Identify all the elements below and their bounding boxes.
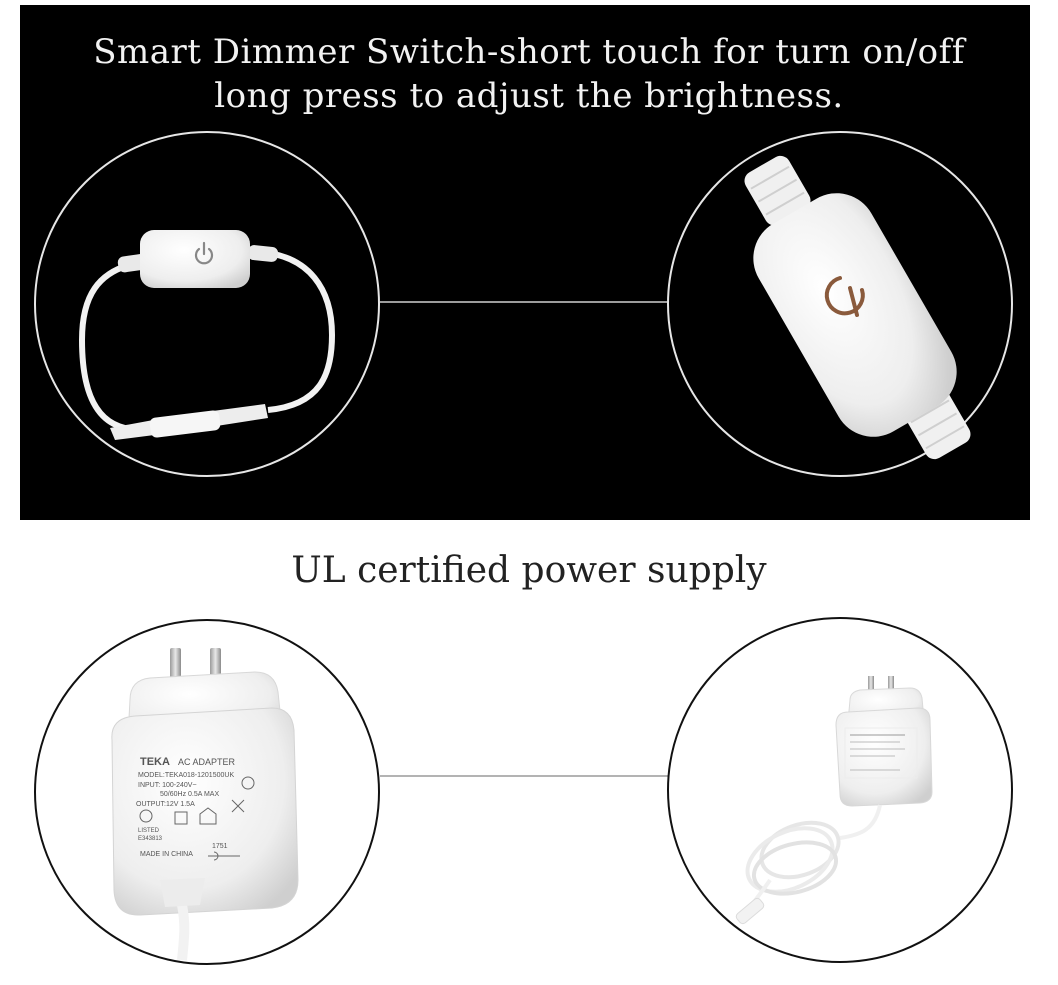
weee-bin-icon [231, 799, 245, 813]
power-icon-large [824, 276, 865, 317]
cable-right [257, 249, 336, 413]
dc-connector-sleeve [149, 410, 221, 438]
power-icon [194, 241, 214, 265]
adapter-input: INPUT: 100-240V~ [138, 782, 197, 789]
strain-relief-right [247, 245, 279, 262]
dimmer-closeup-view [667, 131, 1013, 477]
adapter-file-no: E343813 [138, 836, 163, 842]
adapter-label: TEKA AC ADAPTER MODEL:TEKA018-1201500UK … [136, 756, 255, 861]
efficiency-mark-icon [241, 776, 255, 790]
adapter-body [111, 707, 299, 916]
prong-left-small [868, 676, 874, 700]
adapter-label-small [844, 727, 918, 779]
dimmer-switch-small [140, 230, 250, 288]
dimmer-loop-view [34, 131, 380, 477]
adapter-model: MODEL:TEKA018-1201500UK [138, 772, 234, 779]
indoor-use-icon [199, 807, 217, 825]
dimmer-headline-line1: Smart Dimmer Switch-short touch for turn… [93, 32, 965, 72]
double-insulation-icon [174, 811, 188, 825]
prong-right-small [888, 676, 894, 700]
dimmer-headline-line2: long press to adjust the brightness. [214, 76, 844, 116]
adapter-date-code: 1751 [212, 843, 228, 850]
ul-mark-icon [139, 809, 153, 823]
loop-circle-frame [34, 131, 380, 477]
adapter-type: AC ADAPTER [178, 757, 236, 767]
adapter-origin: MADE IN CHINA [140, 851, 193, 858]
dc-plug-end [735, 897, 765, 925]
adapter-output: OUTPUT:12V 1.5A [136, 801, 195, 808]
cable-left [78, 259, 146, 431]
adapter-cable [177, 904, 190, 961]
adapter-listed: LISTED [138, 828, 160, 834]
polarity-icon [208, 851, 240, 861]
adapter-input-detail: 50/60Hz 0.5A MAX [160, 791, 219, 798]
adapter-full-view [667, 617, 1013, 963]
adapter-closeup-view: TEKA AC ADAPTER MODEL:TEKA018-1201500UK … [34, 619, 380, 965]
adapter-body-small [835, 707, 933, 807]
adapter-brand: TEKA [140, 756, 170, 768]
adapter-strain-relief [160, 878, 205, 907]
power-supply-title: UL certified power supply [291, 550, 767, 591]
